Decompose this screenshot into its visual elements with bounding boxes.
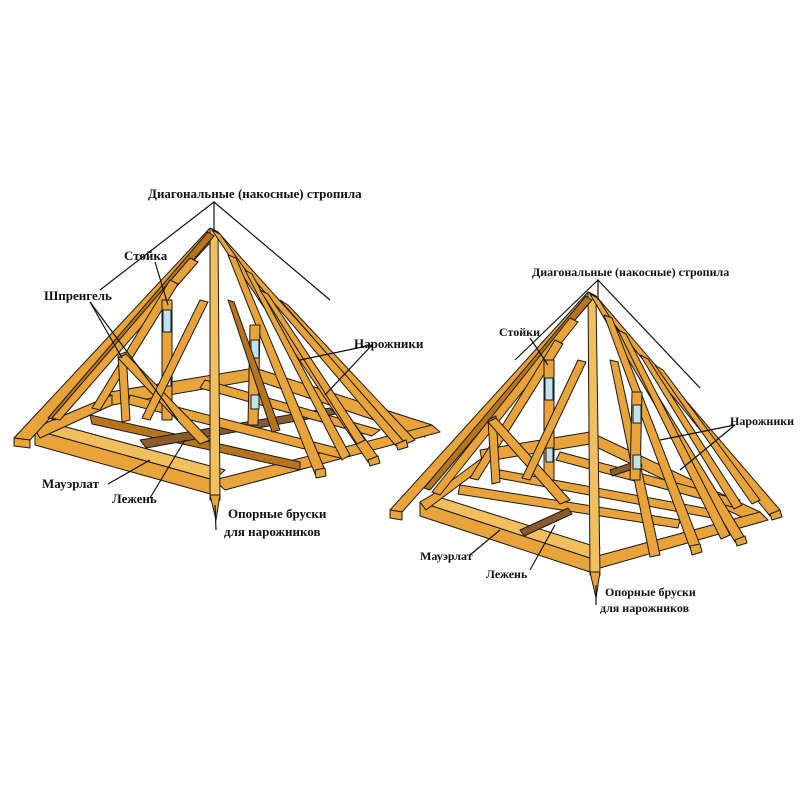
right-label-support-bars-1: Опорные бруски [605, 585, 696, 599]
right-label-sill: Лежень [486, 567, 528, 581]
left-label-diagonal-rafters: Диагональные (накосные) стропила [148, 186, 362, 201]
left-leader-lines [89, 200, 373, 531]
left-label-mauerlat: Мауэрлат [42, 476, 100, 491]
left-label-support-bars-1: Опорные бруски [228, 506, 327, 521]
right-leader-lines [469, 278, 736, 605]
left-label-sill: Лежень [112, 491, 157, 506]
left-jack-rafters [51, 254, 416, 475]
right-sill-beams [457, 451, 741, 537]
right-label-diagonal-rafters: Диагональные (накосные) стропила [532, 265, 729, 279]
right-roof-frame [389, 291, 783, 599]
right-support-bars [389, 509, 783, 599]
left-support-bars [13, 437, 409, 521]
left-label-post: Стойка [124, 248, 168, 263]
left-diagonal-rafters [13, 227, 406, 501]
right-labels: Диагональные (накосные) стропила Стойки … [420, 265, 794, 615]
left-label-truss: Шпренгель [44, 288, 112, 303]
right-label-mauerlat: Мауэрлат [420, 549, 473, 563]
left-mauerlat-frame [34, 367, 441, 496]
left-trusses [117, 299, 281, 445]
right-jack-rafters [431, 314, 761, 558]
right-label-posts: Стойки [499, 325, 540, 339]
right-label-support-bars-2: для нарожников [600, 601, 690, 615]
right-trusses [487, 359, 587, 505]
left-label-support-bars-2: для нарожников [224, 524, 320, 539]
left-label-jack-rafters: Нарожники [354, 336, 424, 351]
right-label-jack-rafters: Нарожники [730, 414, 794, 428]
left-labels: Диагональные (накосные) стропила Стойка … [42, 186, 424, 539]
left-roof-frame [13, 227, 441, 521]
